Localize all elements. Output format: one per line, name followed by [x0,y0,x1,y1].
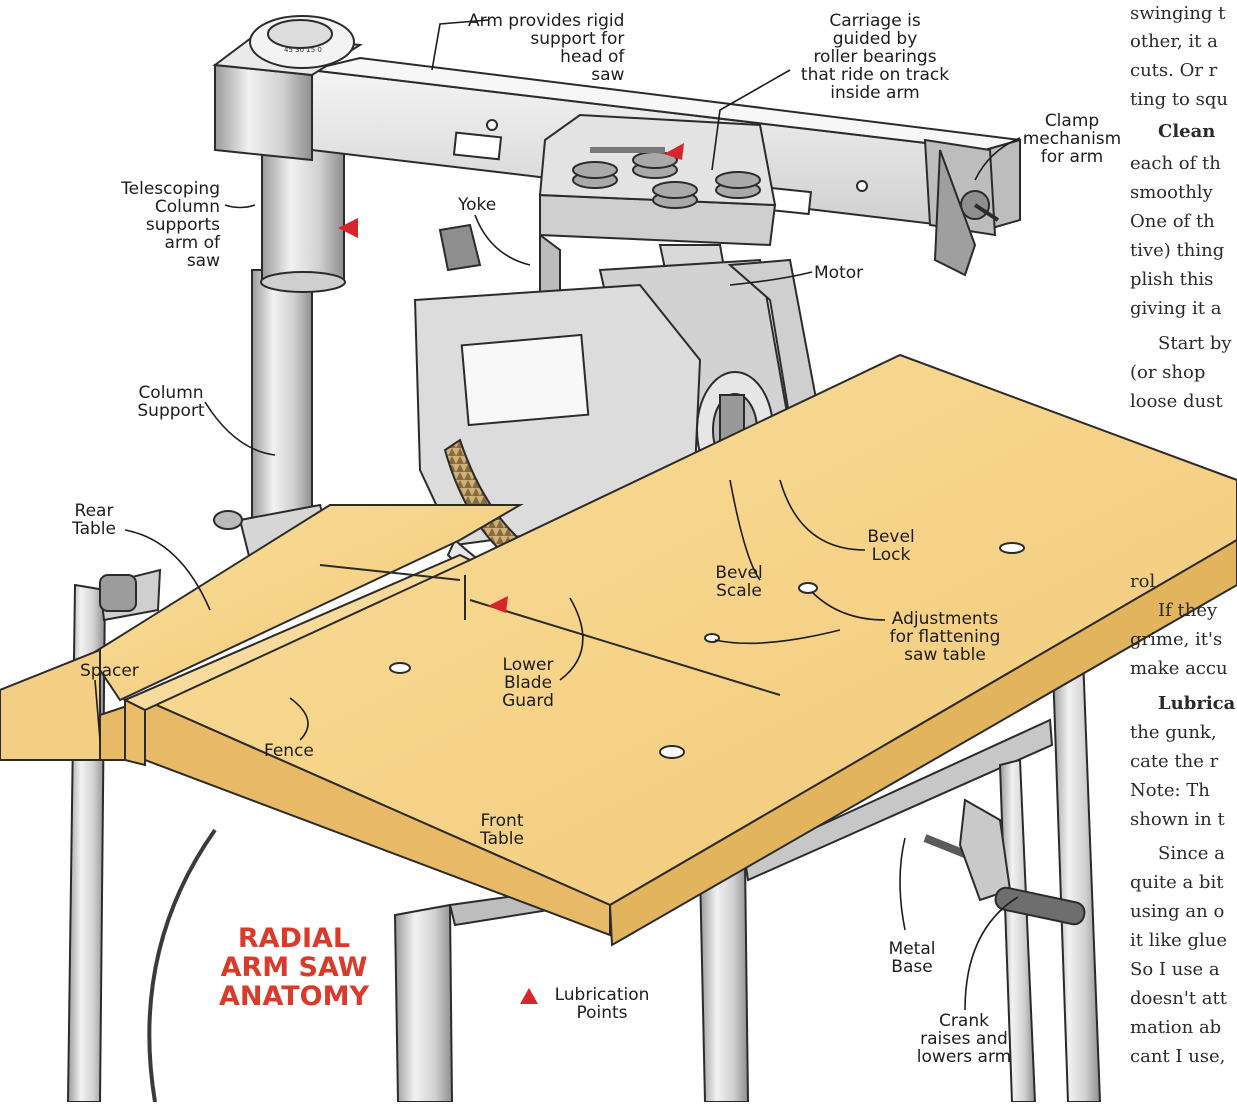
table-drawing [0,353,1237,947]
article-line-text: shown in t [1130,809,1225,830]
callout-front-table: Front Table [480,811,524,849]
callout-telescoping-column: Telescoping Column supports arm of saw [121,179,220,271]
callout-carriage: Carriage is guided by roller bearings th… [800,11,950,103]
article-line-text: each of th [1130,153,1221,174]
article-line-text: cuts. Or r [1130,60,1218,81]
callout-column-support: Column Support [137,383,205,421]
article-line-text: (or shop [1130,362,1206,383]
article-line: One of th [1130,208,1215,237]
article-line-text: cate the r [1130,751,1219,772]
article-text-column: swinging t other, it a cuts. Or r ting to s… [1118,0,1237,1102]
article-line-text: smoothly [1130,182,1213,203]
article-line-text: cant I use, [1130,1046,1226,1067]
article-run-in-heading: Lubrica [1158,693,1236,714]
article-line-text: the gunk, [1130,722,1217,743]
article-line: doesn't att [1130,985,1227,1014]
callout-yoke: Yoke [458,195,497,215]
article-line-text: rol [1130,571,1156,592]
callout-rear-table: Rear Table [72,501,116,539]
article-line: Start by [1158,330,1232,359]
article-line-text: If they [1158,600,1218,621]
article-line: it like glue [1130,927,1227,956]
svg-text:45 30 15 0: 45 30 15 0 [284,46,322,54]
article-line-text: tive) thing [1130,240,1225,261]
article-line: each of th [1130,150,1221,179]
article-line-text: ting to squ [1130,89,1228,110]
article-line: swinging t [1130,0,1225,29]
article-line: rol [1130,568,1155,597]
article-line-text: doesn't att [1130,988,1227,1009]
article-line-text: Since a [1158,843,1225,864]
article-line-text: grime, it's [1130,629,1223,650]
article-line: So I use a [1130,956,1220,985]
lubrication-marker-icon [520,988,538,1004]
article-line-text: mation ab [1130,1017,1222,1038]
article-line: quite a bit [1130,869,1223,898]
legend-label: Lubrication Points [554,985,650,1023]
article-line: cant I use, [1130,1043,1225,1072]
callout-adjustments: Adjustments for flattening saw table [889,609,1001,665]
article-line: giving it a [1130,295,1222,324]
lubrication-markers [338,143,684,613]
callout-motor: Motor [814,263,864,283]
article-line: loose dust [1130,388,1223,417]
article-line: using an o [1130,898,1224,927]
article-line-text: using an o [1130,901,1225,922]
article-line-text: So I use a [1130,959,1220,980]
article-line: grime, it's [1130,626,1222,655]
article-line: cuts. Or r [1130,57,1217,86]
article-run-in-heading: Clean [1158,121,1216,142]
article-line: Clean [1158,118,1215,147]
article-line: If they [1158,597,1217,626]
article-line-text: it like glue [1130,930,1228,951]
article-line-text: Note: Th [1130,780,1210,801]
article-line-text: plish this [1130,269,1214,290]
callout-lower-blade-guard: Lower Blade Guard [502,655,554,711]
callout-crank: Crank raises and lowers arm [916,1011,1012,1067]
article-line: make accu [1130,655,1228,684]
article-line: Lubrica [1158,690,1235,719]
article-line: shown in t [1130,806,1225,835]
article-line: (or shop [1130,359,1205,388]
article-line: ting to squ [1130,86,1228,115]
callout-bevel-scale: Bevel Scale [715,563,763,601]
clamp-drawing [923,138,1000,277]
callout-clamp-mechanism: Clamp mechanism for arm [1022,111,1122,167]
callout-spacer: Spacer [80,661,139,681]
article-line: Note: Th [1130,777,1210,806]
leader-lines [94,19,1021,1011]
article-line: mation ab [1130,1014,1221,1043]
callout-bevel-lock: Bevel Lock [867,527,915,565]
callout-arm: Arm provides rigid support for head of s… [468,11,625,85]
article-line: the gunk, [1130,719,1217,748]
article-line-text: Start by [1158,333,1232,354]
article-line-text: other, it a [1130,31,1218,52]
article-line: other, it a [1130,28,1218,57]
article-line: tive) thing [1130,237,1224,266]
article-line: Since a [1158,840,1225,869]
article-line-text: swinging t [1130,3,1226,24]
article-line-text: loose dust [1130,391,1223,412]
article-line-text: quite a bit [1130,872,1224,893]
article-line-text: make accu [1130,658,1228,679]
article-line: cate the r [1130,748,1218,777]
article-line-text: One of th [1130,211,1215,232]
article-line-text: giving it a [1130,298,1222,319]
diagram-title: RADIAL ARM SAW ANATOMY [218,923,370,1012]
callout-metal-base: Metal Base [888,939,936,977]
callout-fence: Fence [264,741,314,761]
article-line: smoothly [1130,179,1213,208]
table-holes [389,542,1025,759]
article-line: plish this [1130,266,1213,295]
